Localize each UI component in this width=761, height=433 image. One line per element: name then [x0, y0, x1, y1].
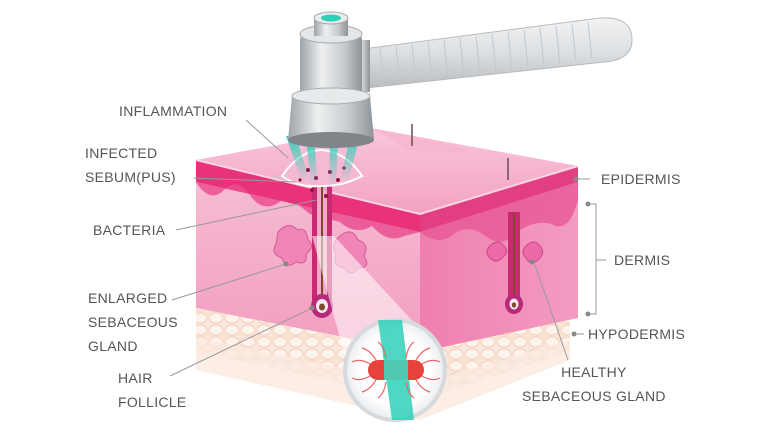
- leader-lines: [169, 119, 606, 377]
- healthy-follicle: [486, 212, 544, 314]
- label-healthy-sebaceous-gland: HEALTHY SEBACEOUS GLAND: [522, 364, 666, 404]
- light-therapy-handpiece-icon: [288, 11, 633, 148]
- label-enlarged-sebaceous-gland: ENLARGED SEBACEOUS GLAND: [88, 290, 178, 354]
- surface-hairs: [411, 124, 509, 180]
- magnifier-icon: [312, 236, 447, 422]
- label-inflammation: INFLAMMATION: [119, 103, 228, 119]
- label-hypodermis: HYPODERMIS: [588, 326, 686, 342]
- label-epidermis: EPIDERMIS: [601, 171, 681, 187]
- label-infected-sebum: INFECTED SEBUM(PUS): [85, 145, 176, 185]
- leader-dots: [283, 176, 591, 337]
- label-dermis: DERMIS: [614, 252, 671, 268]
- light-beams: [286, 136, 360, 186]
- label-hair-follicle: HAIR FOLLICLE: [118, 370, 187, 410]
- label-bacteria: BACTERIA: [93, 222, 166, 238]
